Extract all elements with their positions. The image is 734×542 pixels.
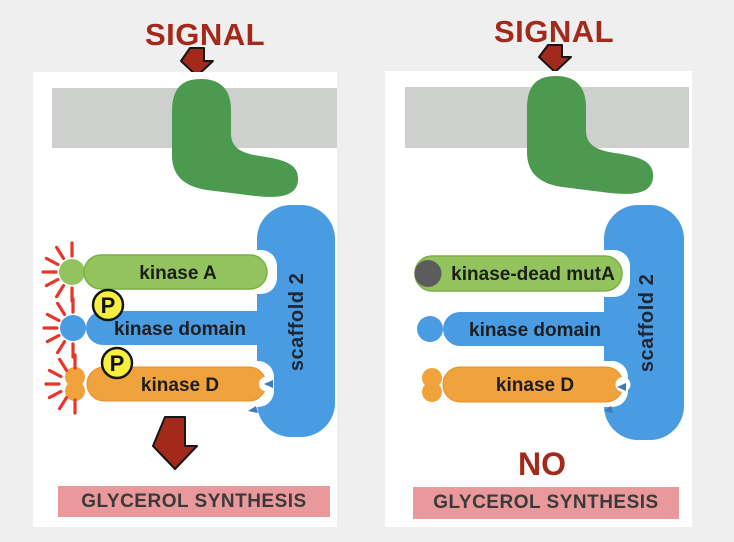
kinase-domain-bar — [443, 312, 638, 346]
kinase-domain-knob — [417, 316, 443, 342]
kinase-d-knob — [68, 373, 82, 395]
receptor — [527, 76, 654, 194]
phospho-circle-icon — [100, 346, 134, 380]
phospho-letter: P — [101, 293, 116, 318]
kinase-domain-knob — [60, 315, 86, 341]
kinase-a-knob — [59, 259, 85, 285]
kinase-dead-label: kinase-dead mutA — [451, 264, 615, 285]
phospho-badge: P — [100, 346, 134, 380]
output-label: GLYCEROL SYNTHESIS — [81, 490, 307, 512]
scaffold-label: scaffold 2 — [286, 273, 308, 371]
output-arrow-icon — [152, 416, 198, 470]
kinase-a-bar — [83, 254, 268, 290]
active-pathway-drawing: P P kinase A kinase domain kinase D scaf… — [41, 79, 337, 470]
signal-label-left: SIGNAL — [144, 17, 266, 52]
no-output-label: NO — [518, 446, 566, 482]
docking-arrow-mark — [604, 406, 613, 413]
kinase-d-label: kinase D — [141, 375, 219, 396]
signal-label-right: SIGNAL — [493, 14, 615, 49]
panel-kinase-dead-pathway: kinase-dead mutA kinase domain kinase D … — [385, 71, 692, 527]
phospho-badge: P — [91, 288, 125, 322]
kinase-a-label: kinase A — [139, 263, 217, 284]
output-bar-blocked: GLYCEROL SYNTHESIS — [413, 487, 679, 519]
panel-active-pathway: P P kinase A kinase domain kinase D scaf… — [33, 72, 337, 527]
down-arrow-icon — [180, 47, 214, 77]
dead-kinase-knob — [414, 260, 442, 287]
dead-pathway-drawing: kinase-dead mutA kinase domain kinase D … — [405, 76, 689, 440]
kinase-domain-bar — [86, 311, 290, 345]
phospho-letter: P — [110, 351, 125, 376]
docking-arrow-mark — [617, 383, 626, 391]
kinase-domain-label: kinase domain — [469, 320, 601, 341]
kinase-d-knob — [425, 374, 439, 396]
down-arrow-icon — [538, 44, 572, 73]
signal-arrow-right — [538, 44, 572, 73]
kinase-d-label: kinase D — [496, 375, 574, 396]
output-bar-active: GLYCEROL SYNTHESIS — [58, 486, 330, 517]
receptor — [172, 79, 299, 197]
signal-arrow-left — [180, 47, 214, 77]
phospho-circle-icon — [91, 288, 125, 322]
docking-arrow-mark — [248, 406, 258, 413]
kinase-domain-label: kinase domain — [114, 319, 246, 340]
scaffold-label: scaffold 2 — [636, 274, 658, 372]
docking-arrow-mark — [264, 380, 273, 388]
output-label: GLYCEROL SYNTHESIS — [433, 492, 659, 513]
